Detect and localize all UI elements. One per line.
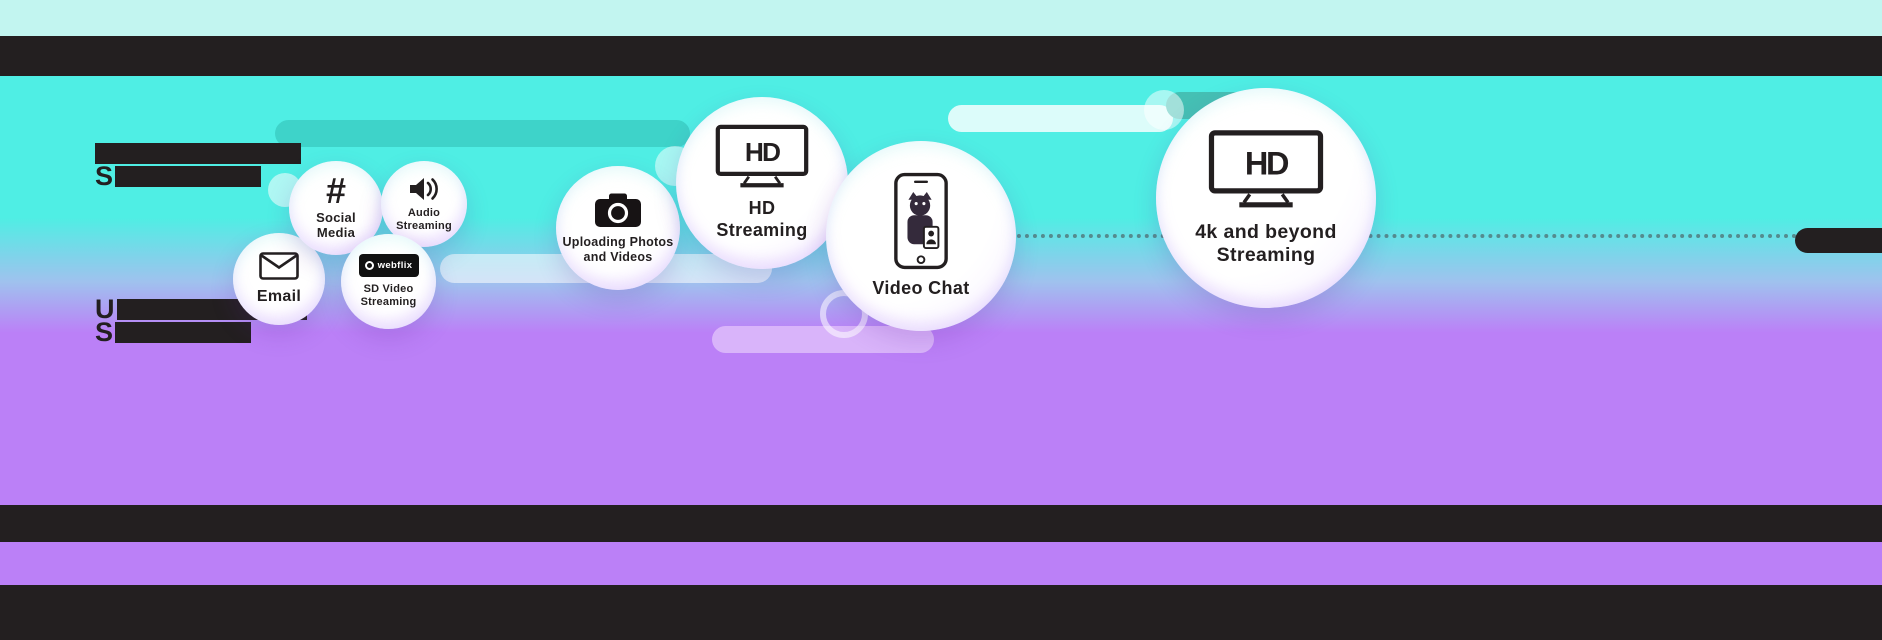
- bubble-label: Email: [256, 287, 302, 305]
- tv-hd-icon: HD: [1208, 129, 1324, 211]
- lavender-speed-pill: [712, 326, 934, 353]
- bubble-label: SD Video Streaming: [360, 282, 417, 308]
- envelope-icon: [259, 252, 299, 280]
- redacted-text-block-1: S: [95, 143, 301, 191]
- bubble-email: Email: [233, 233, 325, 325]
- phone-video-call-icon: [892, 172, 950, 270]
- top-cyan-strip: [0, 0, 1882, 36]
- bubble-label: 4k and beyond Streaming: [1195, 220, 1337, 266]
- tv-hd-icon: HD: [715, 124, 809, 190]
- webflix-icon: webflix: [358, 253, 419, 277]
- bubble-audio-streaming: Audio Streaming: [381, 161, 467, 247]
- hashtag-icon: #: [325, 170, 347, 212]
- svg-text:HD: HD: [1245, 145, 1289, 181]
- webflix-text: webflix: [377, 259, 413, 271]
- webflix-ring-icon: [364, 260, 374, 270]
- middle-black-bar: [0, 505, 1882, 542]
- bubble-label: Video Chat: [872, 278, 970, 299]
- speaker-icon: [407, 175, 441, 203]
- bubble-label: Uploading Photos and Videos: [562, 234, 674, 264]
- bubble-video-chat: Video Chat: [826, 141, 1016, 331]
- black-speed-pill: [1795, 228, 1882, 253]
- redacted-line: S: [95, 317, 307, 347]
- bubble-label: Social Media: [316, 209, 356, 241]
- camera-icon: [594, 192, 642, 228]
- redaction-bar: [95, 143, 301, 164]
- bubble-4k-streaming: HD 4k and beyond Streaming: [1156, 88, 1376, 308]
- redaction-bar: [115, 166, 262, 187]
- white-speed-pill: [948, 105, 1173, 132]
- bubble-sd-video-streaming: webflix SD Video Streaming: [341, 234, 436, 329]
- dotted-speed-line: [985, 234, 1797, 238]
- redaction-bar: [115, 322, 252, 343]
- top-black-bar: [0, 36, 1882, 76]
- redacted-line: [95, 143, 301, 164]
- decor-bubble: [1144, 90, 1184, 130]
- redacted-prefix: S: [95, 161, 114, 191]
- redacted-prefix: U: [95, 294, 115, 324]
- redacted-line: S: [95, 161, 301, 191]
- bubble-label: HD Streaming: [716, 198, 808, 240]
- bubble-hd-streaming: HD HD Streaming: [676, 97, 848, 269]
- redacted-prefix: S: [95, 317, 114, 347]
- teal-speed-pill: [275, 120, 690, 147]
- svg-text:HD: HD: [745, 137, 780, 167]
- bubble-uploading-photos: Uploading Photos and Videos: [556, 166, 680, 290]
- bottom-black-bar: [0, 585, 1882, 640]
- bubble-label: Audio Streaming: [396, 206, 452, 232]
